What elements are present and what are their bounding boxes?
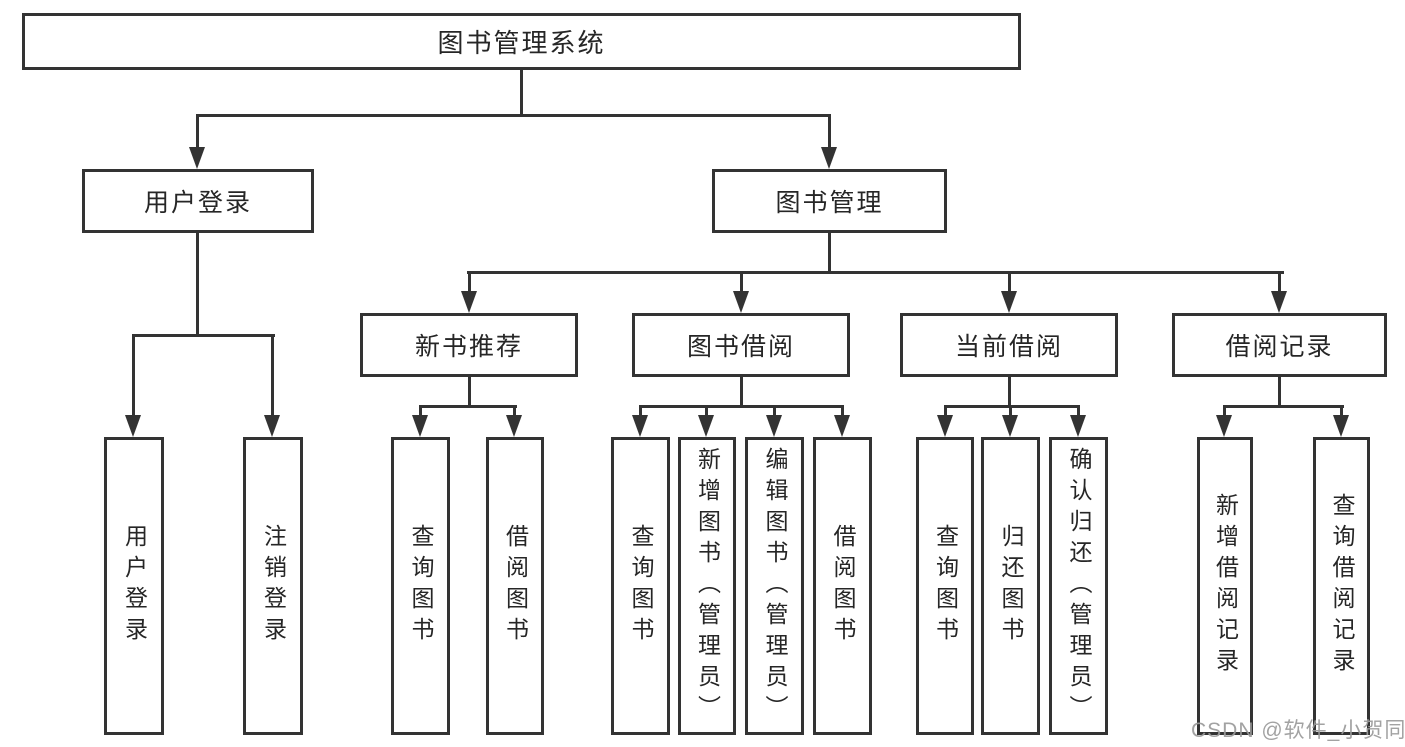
node-label: 注销登录 <box>260 524 287 648</box>
connector-line <box>1340 405 1343 416</box>
node-label: 归还图书 <box>998 524 1024 648</box>
connector-line <box>468 271 471 293</box>
node-label: 用户登录 <box>121 524 148 648</box>
connector-line <box>944 405 947 416</box>
node-label: 图书管理系统 <box>437 28 606 58</box>
connector-line <box>468 376 471 408</box>
connector-line <box>1008 376 1011 408</box>
arrowhead-icon <box>1070 415 1086 437</box>
connector-line <box>1077 405 1080 416</box>
connector-line <box>1278 376 1281 408</box>
connector-line <box>639 405 642 416</box>
arrowhead-icon <box>1216 415 1232 437</box>
node-label: 用户登录 <box>143 189 252 217</box>
arrowhead-icon <box>698 415 714 437</box>
arrowhead-icon <box>766 415 782 437</box>
leaf-query-books-recommend: 查询图书 <box>391 437 450 735</box>
leaf-confirm-return-admin: 确认归还（管理员） <box>1049 437 1108 735</box>
connector-line <box>513 405 516 416</box>
connector-line <box>196 114 199 149</box>
leaf-query-books-current: 查询图书 <box>916 437 974 735</box>
node-library-management-system: 图书管理系统 <box>22 13 1021 70</box>
node-user-login: 用户登录 <box>82 169 314 233</box>
node-label: 借阅图书 <box>830 524 856 648</box>
connector-line <box>841 405 844 416</box>
node-book-borrowing: 图书借阅 <box>632 313 850 377</box>
node-label: 确认归还（管理员） <box>1066 446 1092 726</box>
connector-line <box>132 334 275 337</box>
leaf-query-books-borrowing: 查询图书 <box>611 437 670 735</box>
connector-line <box>1278 271 1281 293</box>
arrowhead-icon <box>632 415 648 437</box>
node-book-management: 图书管理 <box>712 169 947 233</box>
node-label: 查询图书 <box>408 524 434 648</box>
connector-line <box>132 334 135 416</box>
leaf-logout: 注销登录 <box>243 437 303 735</box>
connector-line <box>740 271 743 293</box>
connector-line <box>944 405 1080 408</box>
leaf-user-login: 用户登录 <box>104 437 164 735</box>
leaf-add-borrow-record: 新增借阅记录 <box>1197 437 1253 735</box>
connector-line <box>271 334 274 416</box>
arrowhead-icon <box>412 415 428 437</box>
connector-line <box>1223 405 1344 408</box>
arrowhead-icon <box>264 415 280 437</box>
arrowhead-icon <box>821 147 837 169</box>
leaf-return-books: 归还图书 <box>981 437 1040 735</box>
arrowhead-icon <box>1271 291 1287 313</box>
node-label: 查询借阅记录 <box>1329 493 1355 679</box>
arrowhead-icon <box>937 415 953 437</box>
node-label: 新增图书（管理员） <box>694 446 721 726</box>
arrowhead-icon <box>1333 415 1349 437</box>
node-label: 借阅记录 <box>1225 333 1334 361</box>
connector-line <box>520 69 523 117</box>
arrowhead-icon <box>189 147 205 169</box>
arrowhead-icon <box>834 415 850 437</box>
arrowhead-icon <box>733 291 749 313</box>
arrowhead-icon <box>461 291 477 313</box>
connector-line <box>773 405 776 416</box>
leaf-edit-books-admin: 编辑图书（管理员） <box>745 437 804 735</box>
connector-line <box>828 233 831 274</box>
connector-line <box>705 405 708 416</box>
arrowhead-icon <box>1001 291 1017 313</box>
connector-line <box>1009 405 1012 416</box>
connector-line <box>740 376 743 408</box>
node-current-borrowing: 当前借阅 <box>900 313 1118 377</box>
csdn-watermark: CSDN @软件_小贺同学 <box>1191 719 1405 742</box>
connector-line <box>1223 405 1226 416</box>
node-label: 借阅图书 <box>502 524 529 648</box>
connector-line <box>828 114 831 149</box>
node-new-book-recommend: 新书推荐 <box>360 313 578 377</box>
node-label: 图书借阅 <box>686 333 795 361</box>
node-label: 查询图书 <box>932 524 959 648</box>
node-label: 新书推荐 <box>414 333 523 361</box>
connector-line <box>1008 271 1011 293</box>
connector-line <box>419 405 422 416</box>
node-label: 当前借阅 <box>954 333 1063 361</box>
connector-line <box>639 405 844 408</box>
leaf-add-books-admin: 新增图书（管理员） <box>678 437 736 735</box>
connector-line <box>196 233 199 337</box>
arrowhead-icon <box>1002 415 1018 437</box>
node-label: 图书管理 <box>775 189 884 217</box>
node-label: 编辑图书（管理员） <box>762 446 788 726</box>
node-borrowing-records: 借阅记录 <box>1172 313 1387 377</box>
leaf-query-borrow-record: 查询借阅记录 <box>1313 437 1370 735</box>
leaf-borrow-books-recommend: 借阅图书 <box>486 437 544 735</box>
connector-line <box>196 114 831 117</box>
node-label: 查询图书 <box>628 524 654 648</box>
arrowhead-icon <box>125 415 141 437</box>
connector-line <box>419 405 517 408</box>
connector-line <box>467 271 1284 274</box>
arrowhead-icon <box>506 415 522 437</box>
leaf-borrow-books: 借阅图书 <box>813 437 872 735</box>
node-label: 新增借阅记录 <box>1212 493 1239 679</box>
